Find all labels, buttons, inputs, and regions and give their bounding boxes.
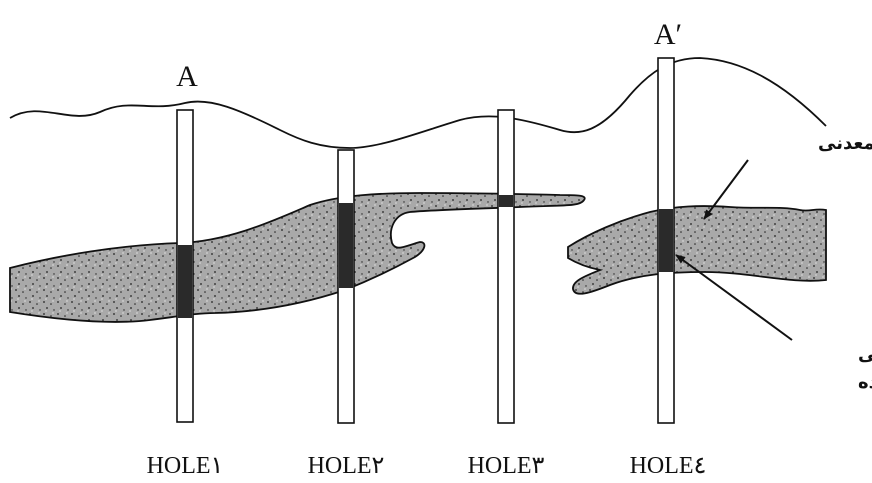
hole-label-2: HOLE٢: [308, 453, 385, 479]
ore-intersection-hole-1: [178, 245, 192, 318]
ore-body-annotation: ماده معدنی: [818, 133, 872, 154]
ore-intersection-hole-4: [659, 209, 673, 272]
section-end-label: A′: [654, 18, 682, 51]
ore-intersection-hole-2: [339, 203, 353, 288]
hole-label-4: HOLE٤: [630, 453, 707, 479]
section-start-label: A: [176, 60, 198, 93]
drilled-ore-annotation-line2: حفاری شده: [858, 372, 872, 393]
drill-hole-3: [498, 110, 514, 423]
hole-label-1: HOLE١: [147, 453, 224, 479]
hole-label-3: HOLE٣: [468, 453, 545, 479]
ore-intersection-hole-3: [499, 195, 513, 207]
drilled-ore-annotation-line1: ماده معدنی: [858, 344, 872, 365]
ground-surface-line: [10, 58, 826, 148]
ore-body-right: [568, 206, 826, 294]
